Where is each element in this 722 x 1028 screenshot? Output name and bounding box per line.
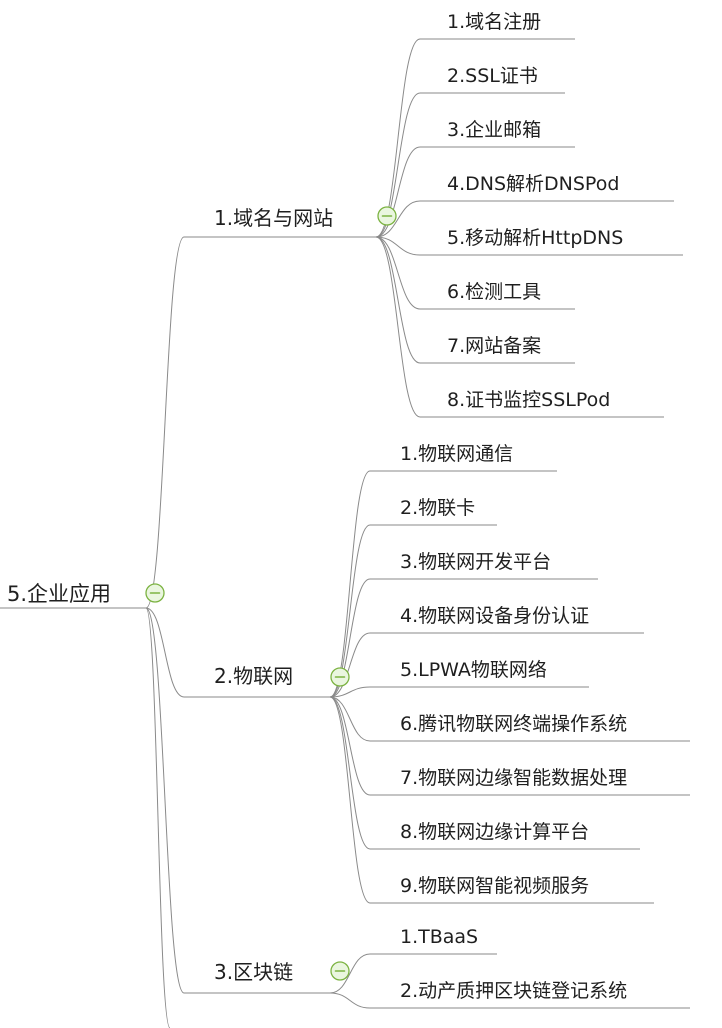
connector-line <box>145 607 185 994</box>
leaf-node-label: 3.企业邮箱 <box>447 119 541 141</box>
connector-line <box>329 696 371 796</box>
leaf-node-label: 4.物联网设备身份认证 <box>400 605 589 627</box>
connector-line <box>329 696 371 742</box>
connector-line <box>145 607 171 1028</box>
connector-line <box>375 92 421 238</box>
leaf-node-label: 8.证书监控SSLPod <box>447 389 610 411</box>
connector-line <box>375 236 421 310</box>
leaf-node-label: 7.网站备案 <box>447 335 541 357</box>
connector-line <box>375 200 421 238</box>
leaf-node-label: 2.动产质押区块链登记系统 <box>400 980 627 1002</box>
branch-node-label-3: 3.区块链 <box>214 960 293 984</box>
leaf-node-label: 5.移动解析HttpDNS <box>447 227 623 249</box>
leaf-node-label: 8.物联网边缘计算平台 <box>400 821 589 843</box>
leaf-node-label: 4.DNS解析DNSPod <box>447 173 619 195</box>
connector-line <box>375 38 421 238</box>
root-node-label: 5.企业应用 <box>7 582 111 606</box>
connector-line <box>329 696 371 850</box>
leaf-node-label: 9.物联网智能视频服务 <box>400 875 589 897</box>
collapse-toggle-icon[interactable] <box>330 667 350 687</box>
collapse-toggle-icon[interactable] <box>330 961 350 981</box>
connector-lines <box>0 38 690 1028</box>
branch-node-label-2: 2.物联网 <box>214 664 293 688</box>
connector-line <box>329 578 371 698</box>
connector-line <box>375 146 421 238</box>
connector-line <box>329 524 371 698</box>
connector-line <box>375 236 421 364</box>
connector-line <box>329 696 371 904</box>
connector-line <box>329 953 371 994</box>
connector-line <box>329 470 371 698</box>
branch-node-label-1: 1.域名与网站 <box>214 206 333 230</box>
leaf-node-label: 1.物联网通信 <box>400 443 513 465</box>
leaf-node-label: 6.腾讯物联网终端操作系统 <box>400 713 627 735</box>
leaf-node-label: 5.LPWA物联网络 <box>400 659 547 681</box>
connector-line <box>329 632 371 698</box>
connector-line <box>329 992 371 1009</box>
collapse-toggle-icon[interactable] <box>377 206 397 226</box>
leaf-node-label: 3.物联网开发平台 <box>400 551 551 573</box>
connector-line <box>145 607 185 698</box>
leaf-node-label: 2.SSL证书 <box>447 65 538 87</box>
connector-line <box>375 236 421 256</box>
collapse-toggle-icon[interactable] <box>145 583 165 603</box>
leaf-node-label: 1.域名注册 <box>447 11 541 33</box>
mind-map-nodes: 5.企业应用 1.域名与网站 1.域名注册 2.SSL证书 3.企业邮箱 4.DNS解析D… <box>7 11 627 1002</box>
leaf-node-label: 2.物联卡 <box>400 497 475 519</box>
connector-line <box>329 686 371 698</box>
connector-line <box>375 236 421 418</box>
connector-line <box>145 236 185 609</box>
leaf-node-label: 6.检测工具 <box>447 281 541 303</box>
leaf-node-label: 7.物联网边缘智能数据处理 <box>400 767 627 789</box>
leaf-node-label: 1.TBaaS <box>400 926 478 948</box>
